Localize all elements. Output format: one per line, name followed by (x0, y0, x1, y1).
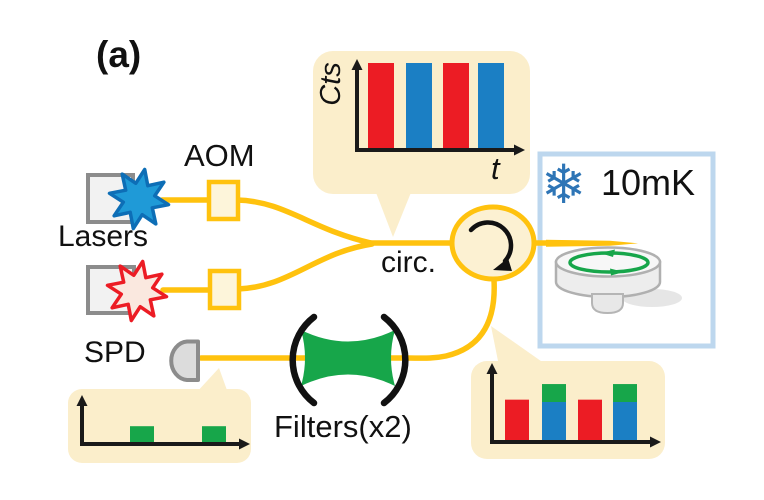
panel-label: (a) (96, 34, 142, 75)
spd-counts-x-arrowhead (239, 438, 250, 450)
optical-fibers (159, 197, 553, 361)
aom-top (206, 179, 241, 222)
ring-arrow-bottom (610, 268, 624, 276)
circulator (449, 204, 537, 282)
pulse-train-x-arrowhead (514, 144, 525, 156)
reflected-signal-bar-segment (542, 384, 566, 402)
spd-label: SPD (84, 336, 146, 369)
fiber-aom2-to-combiner (235, 241, 375, 292)
blue-laser-burst-icon (107, 167, 171, 231)
pulse-train-bar-segment (443, 63, 469, 149)
aom-bottom (207, 268, 242, 311)
pulse-train-y-arrowhead (351, 59, 363, 70)
ring-arrow-top (600, 249, 615, 257)
tapered-fiber-tip (546, 239, 638, 247)
disk-pedestal (591, 293, 624, 315)
microdisk-resonator (554, 246, 682, 315)
pulse-train-xlabel: t (491, 151, 500, 186)
temperature-label: 10mK (601, 162, 696, 203)
reflected-signal-bar-segment (578, 399, 602, 441)
fiber-circulator-to-spd (198, 277, 497, 361)
pulse-train-bar-segment (478, 63, 504, 149)
filter-mode-icon (301, 330, 395, 386)
aom-label: AOM (184, 138, 255, 173)
spd-detector-icon (169, 339, 200, 382)
circulator-arrowhead (493, 258, 512, 271)
reflected-signal-bar-segment (542, 402, 566, 441)
reflected-signal-x-arrowhead (650, 436, 661, 448)
circulator-label: circ. (381, 246, 436, 279)
pulse-train-ylabel: Cts (315, 62, 347, 106)
filter-cavity (289, 313, 409, 407)
red-laser-burst-icon (105, 259, 169, 323)
pulse-train-bar-segment (406, 63, 432, 149)
laser-sources (86, 167, 171, 323)
reflected-signal-bar-segment (613, 402, 637, 441)
reflected-signal-bar-segment (505, 399, 529, 441)
pulse-train-bar-segment (368, 63, 394, 149)
filter-mirror-right (380, 313, 409, 407)
chart-pulse-train (351, 59, 525, 156)
spd-counts-y-arrowhead (76, 395, 88, 406)
lasers-label: Lasers (58, 220, 149, 253)
snowflake-icon: ❄ (541, 155, 587, 215)
circulator-arrow (468, 220, 514, 264)
filter-mirror-left (289, 313, 318, 407)
callout-spd-counts (68, 368, 251, 463)
reflected-signal-y-arrowhead (486, 363, 498, 374)
spd-counts-bar-segment (130, 426, 154, 443)
filters-label: Filters(x2) (274, 409, 412, 444)
fiber-aom1-to-combiner (234, 197, 374, 246)
chart-reflected-signal (486, 363, 661, 448)
spd-counts-bar-segment (202, 426, 226, 443)
chart-spd-counts (76, 395, 250, 450)
reflected-signal-bar-segment (613, 384, 637, 402)
